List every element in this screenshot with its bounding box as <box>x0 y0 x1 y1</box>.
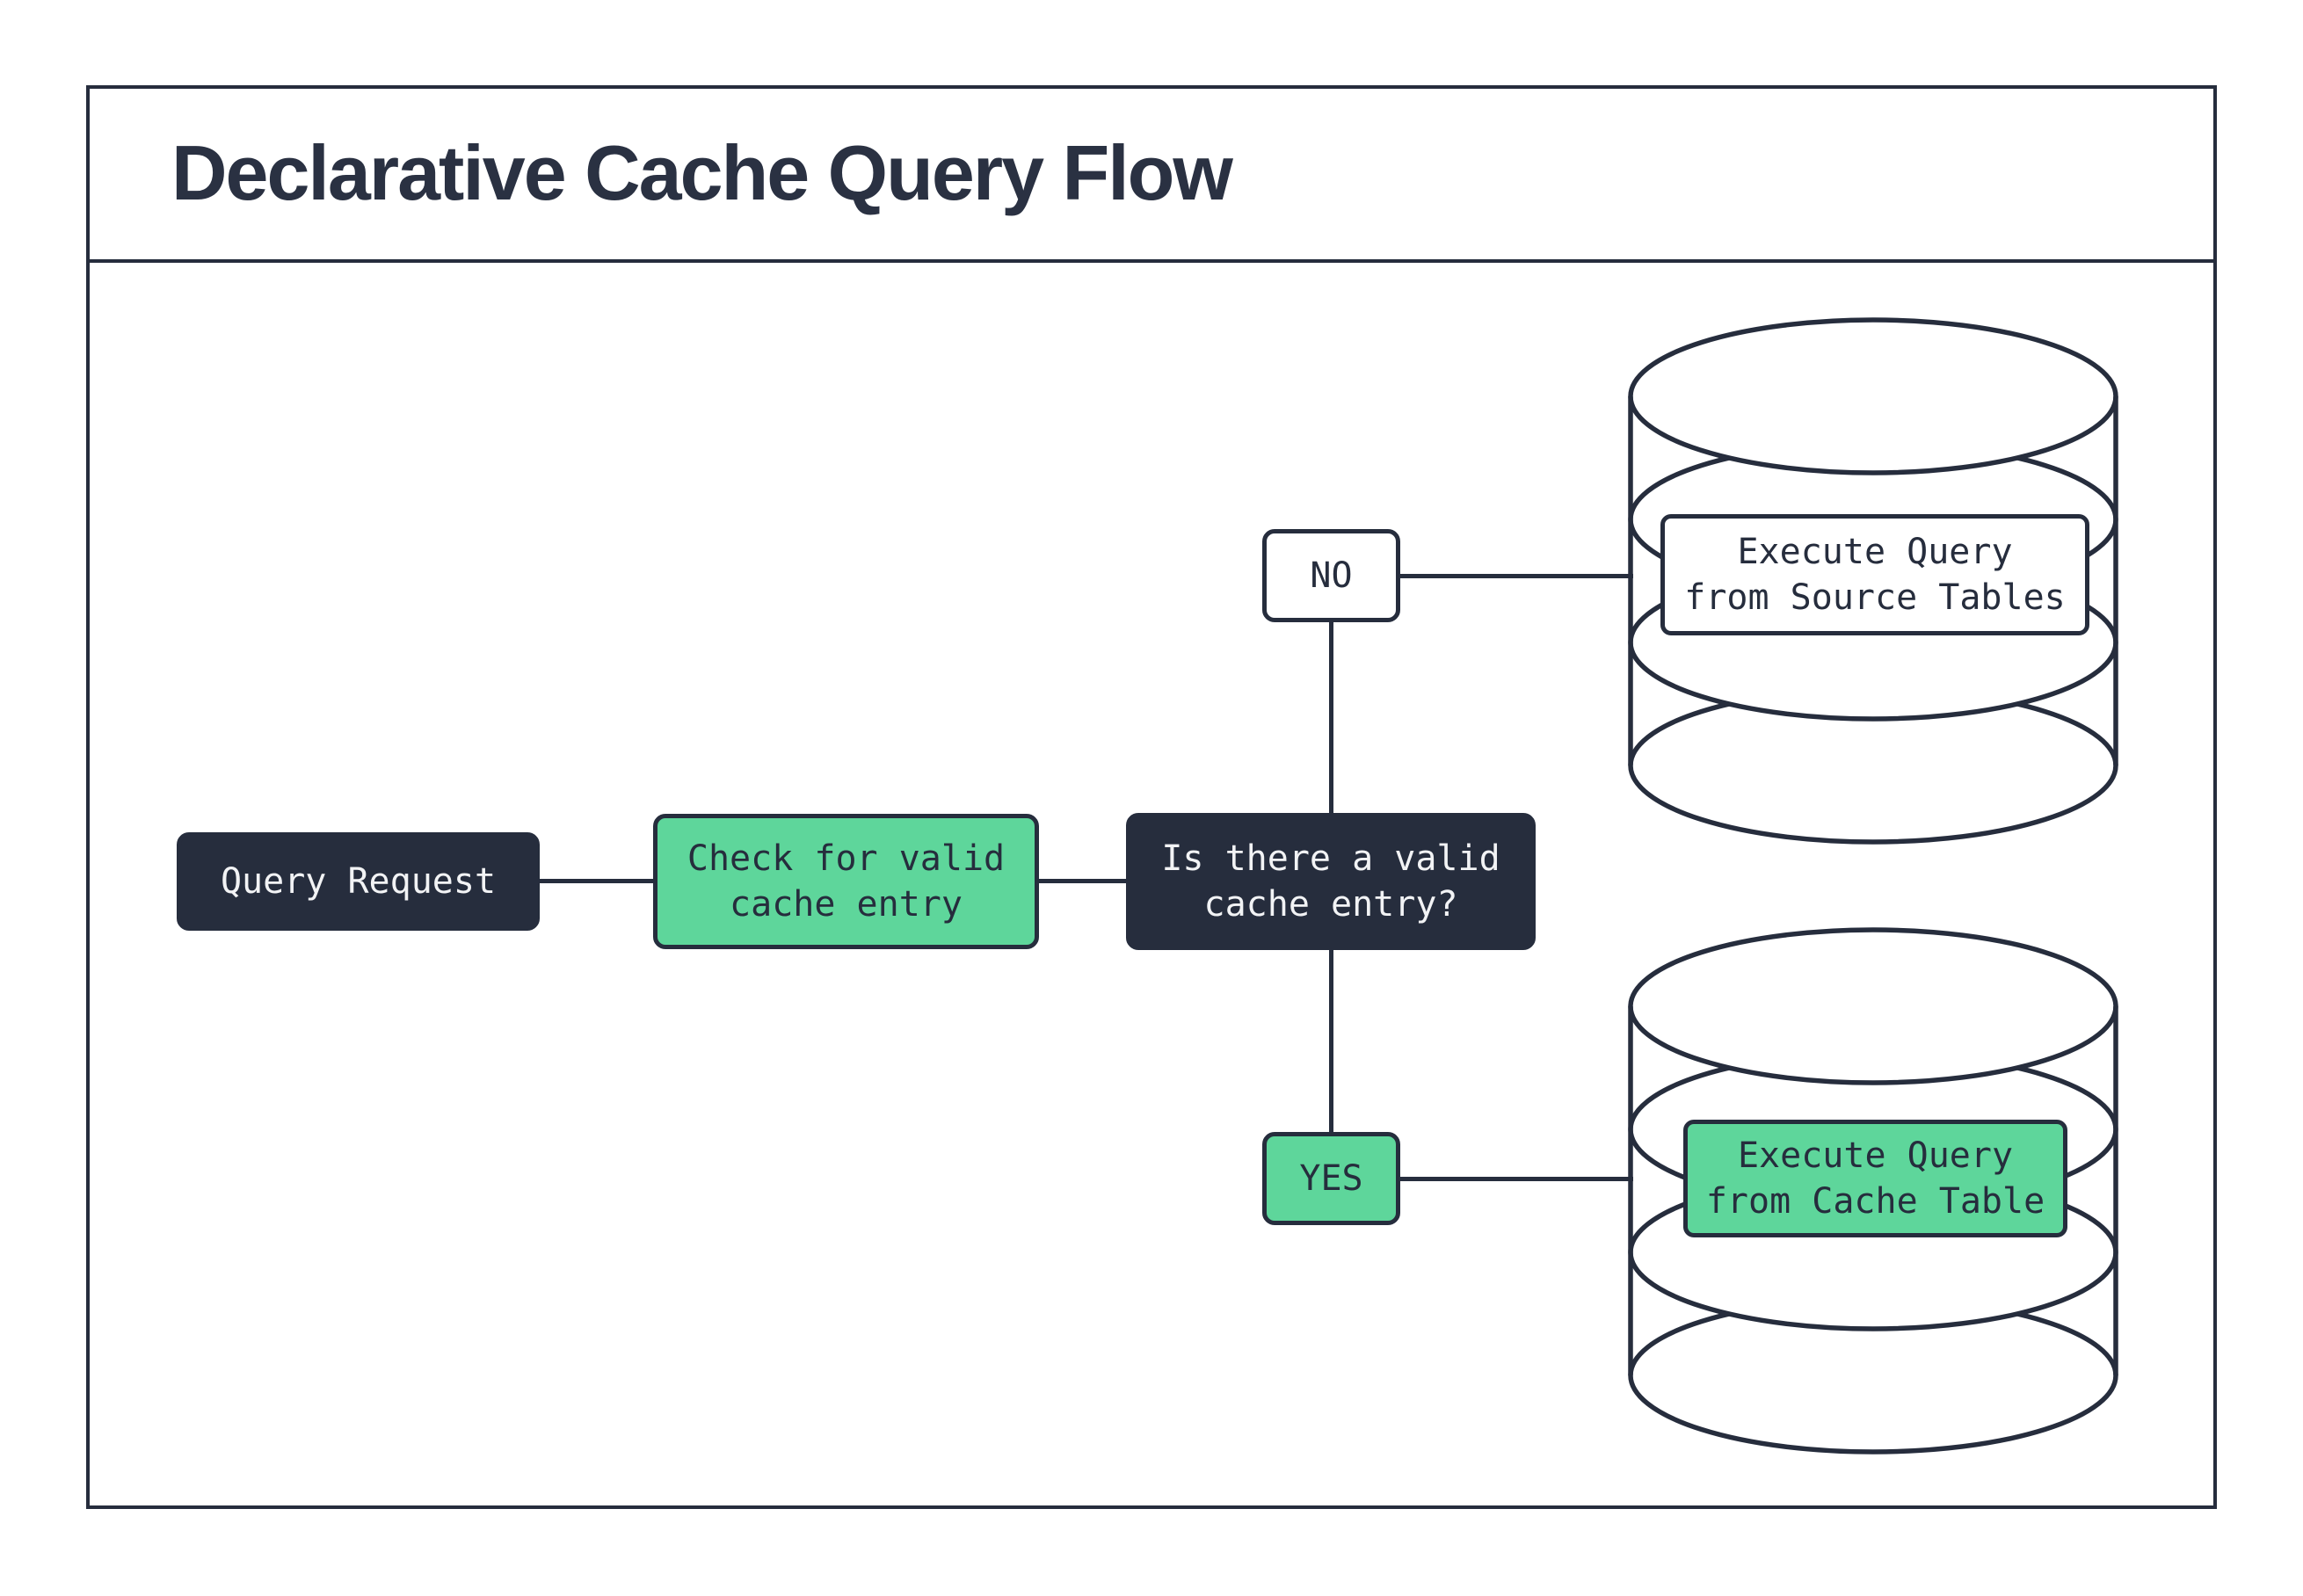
node-check-cache-line1: Check for valid <box>687 838 1006 879</box>
source-database-icon <box>1628 317 2118 845</box>
node-execute-cache: Execute Query from Cache Table <box>1683 1120 2067 1237</box>
connector-no-to-source-db <box>1400 574 1633 578</box>
node-execute-cache-line1: Execute Query <box>1737 1135 2014 1176</box>
node-execute-source-line2: from Source Tables <box>1684 577 2066 618</box>
node-execute-source: Execute Query from Source Tables <box>1660 514 2089 635</box>
header-divider <box>86 259 2217 263</box>
node-branch-yes: YES <box>1262 1132 1400 1225</box>
node-branch-no: NO <box>1262 529 1400 622</box>
connector-decision-to-yes <box>1329 950 1333 1132</box>
node-decision: Is there a valid cache entry? <box>1126 813 1536 950</box>
node-execute-source-line1: Execute Query <box>1737 532 2013 572</box>
node-check-cache-line2: cache entry <box>730 884 963 925</box>
node-check-cache: Check for valid cache entry <box>653 814 1039 949</box>
node-query-request: Query Request <box>177 832 540 931</box>
node-branch-yes-label: YES <box>1299 1158 1363 1199</box>
connector-query-to-check <box>540 879 653 883</box>
node-decision-line2: cache entry? <box>1203 884 1458 925</box>
node-branch-no-label: NO <box>1310 555 1353 596</box>
node-decision-line1: Is there a valid <box>1161 838 1500 879</box>
connector-decision-to-no <box>1329 622 1333 813</box>
node-query-request-label: Query Request <box>220 861 497 902</box>
connector-yes-to-cache-db <box>1400 1177 1633 1181</box>
node-execute-cache-line2: from Cache Table <box>1705 1181 2045 1222</box>
page-title: Declarative Cache Query Flow <box>171 129 1233 216</box>
connector-check-to-decision <box>1039 879 1126 883</box>
